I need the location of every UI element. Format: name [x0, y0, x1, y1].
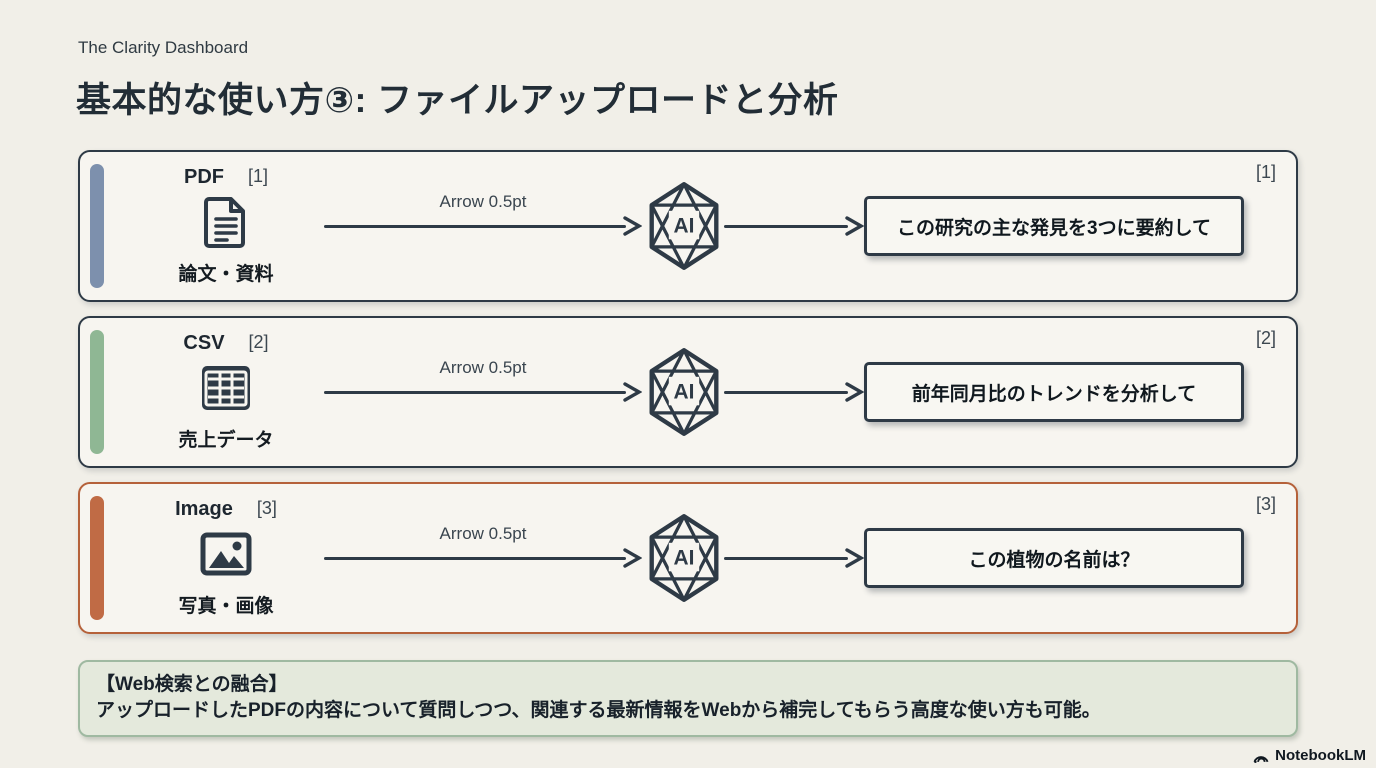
image-photo-icon: [200, 532, 252, 576]
arrowhead-icon: [845, 216, 864, 236]
source-sublabel: 売上データ: [178, 430, 274, 451]
source-sublabel: 論文・資料: [178, 264, 274, 285]
arrowhead-icon: [845, 382, 864, 402]
notebooklm-watermark: NotebookLM: [1252, 747, 1366, 764]
citation-ref: [3]: [256, 498, 277, 518]
citation-ref: [1]: [247, 166, 268, 186]
flow-row-image: Image [3] 写真・画像 Arrow 0.5pt: [78, 482, 1298, 634]
citation-ref-corner: [3]: [1255, 494, 1276, 514]
citation-ref-corner: [1]: [1255, 162, 1276, 182]
arrowhead-icon: [623, 548, 642, 568]
source-type-label: PDF: [183, 166, 224, 188]
flow-row-csv: CSV [2] 売上データ Arrow 0.5pt: [78, 316, 1298, 468]
notebooklm-logo-text: NotebookLM: [1275, 747, 1366, 764]
source-type-label: CSV: [183, 332, 225, 354]
web-search-note: 【Web検索との融合】 アップロードしたPDFの内容について質問しつつ、関連する…: [78, 660, 1298, 738]
arrowhead-icon: [623, 382, 642, 402]
svg-text:AI: AI: [674, 215, 695, 238]
prompt-box: この植物の名前は？: [864, 528, 1244, 588]
arrow-output: [724, 528, 864, 588]
page-title: 基本的な使い方③: ファイルアップロードと分析: [76, 81, 839, 120]
citation-ref-corner: [2]: [1255, 328, 1276, 348]
arrow-input: Arrow 0.5pt: [324, 524, 642, 588]
svg-text:AI: AI: [674, 381, 695, 404]
notebooklm-logo-icon: [1253, 755, 1269, 763]
accent-bar: [90, 330, 104, 454]
flow-rows: PDF [1] 論文・資料 Arrow 0.5pt: [78, 150, 1298, 648]
ai-hexagon-icon: AI: [649, 182, 719, 270]
csv-table-icon: [202, 366, 250, 410]
prompt-box: この研究の主な発見を3つに要約して: [864, 196, 1244, 256]
prompt-box: 前年同月比のトレンドを分析して: [864, 362, 1244, 422]
arrow-label: Arrow 0.5pt: [439, 358, 527, 377]
source-type-label: Image: [175, 498, 233, 520]
arrowhead-icon: [845, 548, 864, 568]
arrow-input: Arrow 0.5pt: [324, 358, 642, 422]
svg-text:AI: AI: [674, 547, 695, 570]
arrow-output: [724, 196, 864, 256]
note-title: 【Web検索との融合】: [96, 674, 288, 695]
citation-ref: [2]: [248, 332, 269, 352]
accent-bar: [90, 164, 104, 288]
source-block: PDF [1] 論文・資料: [136, 166, 316, 286]
ai-hexagon-icon: AI: [649, 348, 719, 436]
note-body: アップロードしたPDFの内容について質問しつつ、関連する最新情報をWebから補完…: [96, 699, 1101, 721]
pdf-document-icon: [204, 197, 245, 248]
arrow-output: [724, 362, 864, 422]
arrowhead-icon: [623, 216, 642, 236]
brand-label: The Clarity Dashboard: [78, 38, 249, 57]
accent-bar: [90, 496, 104, 620]
flow-row-pdf: PDF [1] 論文・資料 Arrow 0.5pt: [78, 150, 1298, 302]
arrow-input: Arrow 0.5pt: [324, 192, 642, 256]
arrow-label: Arrow 0.5pt: [439, 192, 527, 211]
ai-hexagon-icon: AI: [649, 514, 719, 602]
source-block: CSV [2] 売上データ: [136, 332, 316, 452]
arrow-label: Arrow 0.5pt: [439, 524, 527, 543]
source-block: Image [3] 写真・画像: [136, 498, 316, 618]
source-sublabel: 写真・画像: [178, 596, 274, 617]
